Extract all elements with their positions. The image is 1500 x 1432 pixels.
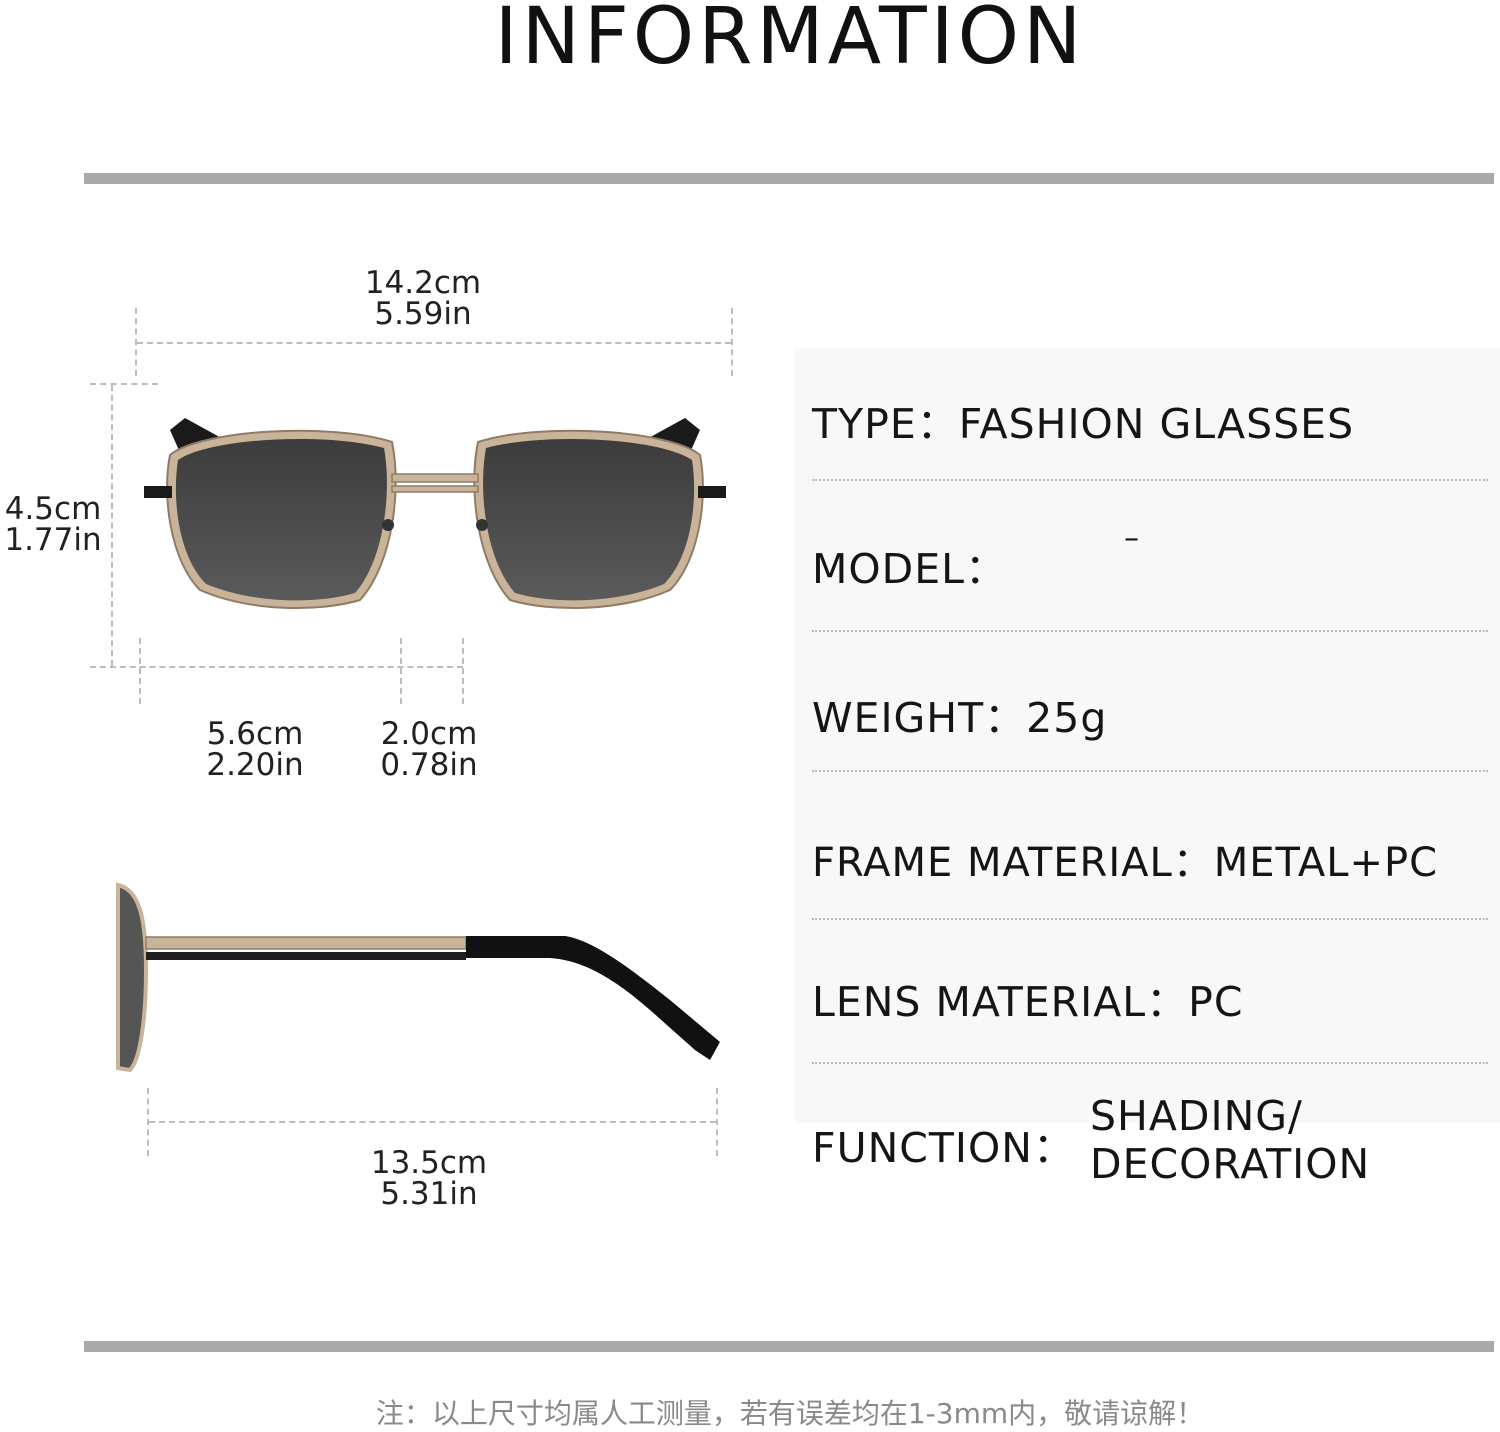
width-guide-line xyxy=(137,342,731,344)
spec-function-label: FUNCTION： xyxy=(812,1124,1075,1172)
spec-separator xyxy=(812,918,1488,920)
total-width-cm: 14.2cm xyxy=(364,265,482,301)
lens-width-label: 5.6cm 2.20in xyxy=(185,719,325,781)
spec-model-label: MODEL： xyxy=(812,545,1007,593)
page-title: INFORMATION xyxy=(494,0,1086,82)
lens-width-guide-right xyxy=(400,638,402,704)
temple-length-in: 5.31in xyxy=(380,1176,478,1212)
bridge-width-label: 2.0cm 0.78in xyxy=(359,719,499,781)
lens-height-cm: 4.5cm xyxy=(4,491,102,527)
total-width-label: 14.2cm 5.59in xyxy=(343,268,503,330)
spec-panel xyxy=(795,348,1500,1123)
top-divider-bar xyxy=(84,173,1494,184)
temple-length-cm: 13.5cm xyxy=(370,1145,488,1181)
spec-separator xyxy=(812,1062,1488,1064)
spec-separator xyxy=(812,479,1488,481)
bridge-width-cm: 2.0cm xyxy=(380,716,478,752)
spec-function-value-line2: DECORATION xyxy=(1090,1140,1371,1188)
spec-function: FUNCTION： SHADING/ DECORATION xyxy=(812,1092,1369,1188)
height-guide-line xyxy=(111,385,113,666)
spec-function-value-line1: SHADING/ xyxy=(1090,1092,1303,1140)
temple-guide-right xyxy=(716,1088,718,1156)
temple-guide-line xyxy=(149,1121,716,1123)
lens-width-in: 2.20in xyxy=(206,747,304,783)
lens-height-in: 1.77in xyxy=(4,522,102,558)
width-guide-left xyxy=(135,308,137,376)
spec-model: MODEL： – xyxy=(812,521,1139,595)
bridge-guide-right xyxy=(462,638,464,704)
bottom-divider-bar xyxy=(84,1341,1494,1352)
height-guide-top xyxy=(90,383,158,385)
spec-lens-material: LENS MATERIAL：PC xyxy=(812,978,1244,1026)
width-guide-right xyxy=(731,308,733,376)
spec-frame-material: FRAME MATERIAL：METAL+PC xyxy=(812,840,1439,886)
spec-function-value: SHADING/ DECORATION xyxy=(1090,1092,1370,1188)
height-guide-bottom xyxy=(90,666,463,668)
measurement-note: 注：以上尺寸均属人工测量，若有误差均在1-3mm内，敬请谅解！ xyxy=(375,1397,1205,1430)
lens-width-cm: 5.6cm xyxy=(206,716,304,752)
total-width-in: 5.59in xyxy=(374,296,472,332)
spec-type: TYPE：FASHION GLASSES xyxy=(812,400,1355,448)
temple-length-label: 13.5cm 5.31in xyxy=(349,1148,509,1210)
temple-guide-left xyxy=(147,1088,149,1156)
lens-width-guide-left xyxy=(139,638,141,704)
spec-model-value: – xyxy=(1124,521,1140,556)
spec-separator xyxy=(812,630,1488,632)
spec-weight: WEIGHT：25g xyxy=(812,694,1108,742)
spec-separator xyxy=(812,770,1488,772)
glasses-front-view-image xyxy=(144,418,726,609)
bridge-width-in: 0.78in xyxy=(380,747,478,783)
lens-height-label: 4.5cm 1.77in xyxy=(0,494,106,556)
glasses-side-view-image xyxy=(116,882,720,1073)
